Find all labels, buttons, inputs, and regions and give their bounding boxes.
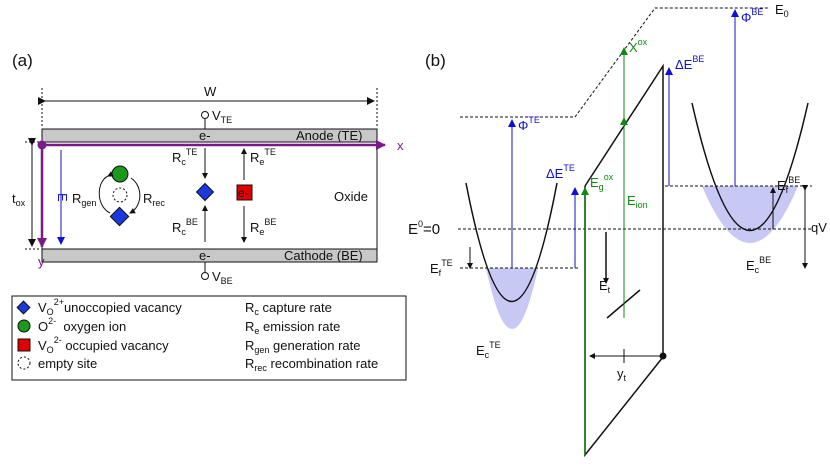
e0-label: E0	[775, 2, 789, 19]
rc-be-label: RcBE	[172, 217, 198, 237]
panel-b-label: (b)	[425, 51, 446, 70]
trap-vacancy-diamond	[195, 182, 215, 202]
eion-label: Eion	[627, 193, 648, 210]
vacancy-diamond	[109, 206, 130, 227]
legend-box	[11, 295, 407, 381]
legend-vacancy-diamond	[16, 300, 31, 315]
y-axis-label: y	[38, 254, 45, 269]
legend-item-2: O2- oxygen ion	[38, 316, 126, 334]
legend-empty-circle	[17, 356, 31, 370]
legend-item-4: empty site	[38, 356, 97, 371]
legend-rate-2: Re emission rate	[245, 319, 340, 336]
vte-terminal	[201, 111, 209, 119]
qv-label: qV	[811, 220, 827, 235]
chi-ox-label: Χox	[629, 37, 648, 55]
vacuum-level	[460, 7, 770, 118]
yt-label: yt	[617, 366, 627, 383]
panel-a: (a) W VTE Anode (TE) Cathode (BE) Oxide …	[12, 51, 404, 286]
re-te-label: ReTE	[250, 147, 276, 167]
vbe-label: VBE	[212, 269, 233, 286]
trap-electron-label: e-	[238, 186, 249, 200]
gen-curve-arrow	[98, 171, 114, 214]
origin-dot	[37, 140, 47, 150]
anode-label: Anode (TE)	[296, 128, 362, 143]
tox-label: tox	[12, 191, 26, 208]
panel-b: (b) E0 E0=0 ΦTE ΔETE ΦBE ΔEBE Egox Eion	[408, 2, 827, 458]
et-label: Et	[599, 278, 611, 295]
ef0-label: E0=0	[408, 219, 440, 238]
ef-te-label: EfTE	[430, 258, 453, 278]
te-conduction-band	[465, 182, 558, 302]
de-be-label: ΔEBE	[675, 54, 704, 72]
trap-occupied-square	[236, 184, 253, 201]
ef-be-label: EfBE	[777, 175, 800, 195]
legend-rate-1: Rc capture rate	[245, 300, 332, 317]
te-filled-states	[486, 268, 538, 329]
rc-te-label: RcTE	[172, 147, 197, 167]
empty-site-circle	[112, 187, 128, 203]
electron-top-label: e-	[199, 128, 211, 143]
de-te-label: ΔETE	[546, 163, 575, 181]
legend-oxygen-circle	[17, 319, 31, 333]
legend-rate-3: Rgen generation rate	[245, 338, 361, 355]
rgen-label: Rgen	[72, 191, 96, 208]
re-be-label: ReBE	[250, 217, 276, 237]
legend-item-1: VO2+unoccopied vacancy	[38, 297, 182, 317]
x-axis-label: x	[397, 138, 404, 153]
phi-be-label: ΦBE	[741, 7, 763, 25]
width-label: W	[204, 84, 217, 99]
vte-label: VTE	[212, 108, 232, 125]
rec-curve-arrow	[129, 177, 141, 214]
be-filled-states	[702, 186, 798, 243]
rrec-label: Rrec	[143, 191, 165, 208]
legend: VO2+unoccopied vacancy O2- oxygen ion VO…	[11, 295, 407, 381]
oxide-label: Oxide	[334, 189, 368, 204]
vbe-terminal	[201, 272, 209, 280]
panel-a-label: (a)	[12, 51, 33, 70]
phi-te-label: ΦTE	[518, 115, 540, 133]
eg-ox-label: Egox	[590, 172, 614, 192]
ec-te-label: EcTE	[476, 340, 501, 360]
legend-rate-4: Rrec recombination rate	[245, 356, 378, 373]
be-conduction-band	[691, 102, 809, 232]
legend-item-3: VO2- occupied vacancy	[38, 335, 169, 355]
electron-bottom-label: e-	[199, 248, 211, 263]
trap-position-dot	[659, 352, 667, 360]
legend-occupied-square	[17, 338, 31, 352]
ec-be-label: EcBE	[746, 255, 771, 275]
cathode-label: Cathode (BE)	[284, 248, 363, 263]
oxygen-ion-circle	[111, 165, 129, 183]
e-field-label: E	[55, 193, 70, 202]
oxide-conduction-edge	[584, 63, 664, 357]
